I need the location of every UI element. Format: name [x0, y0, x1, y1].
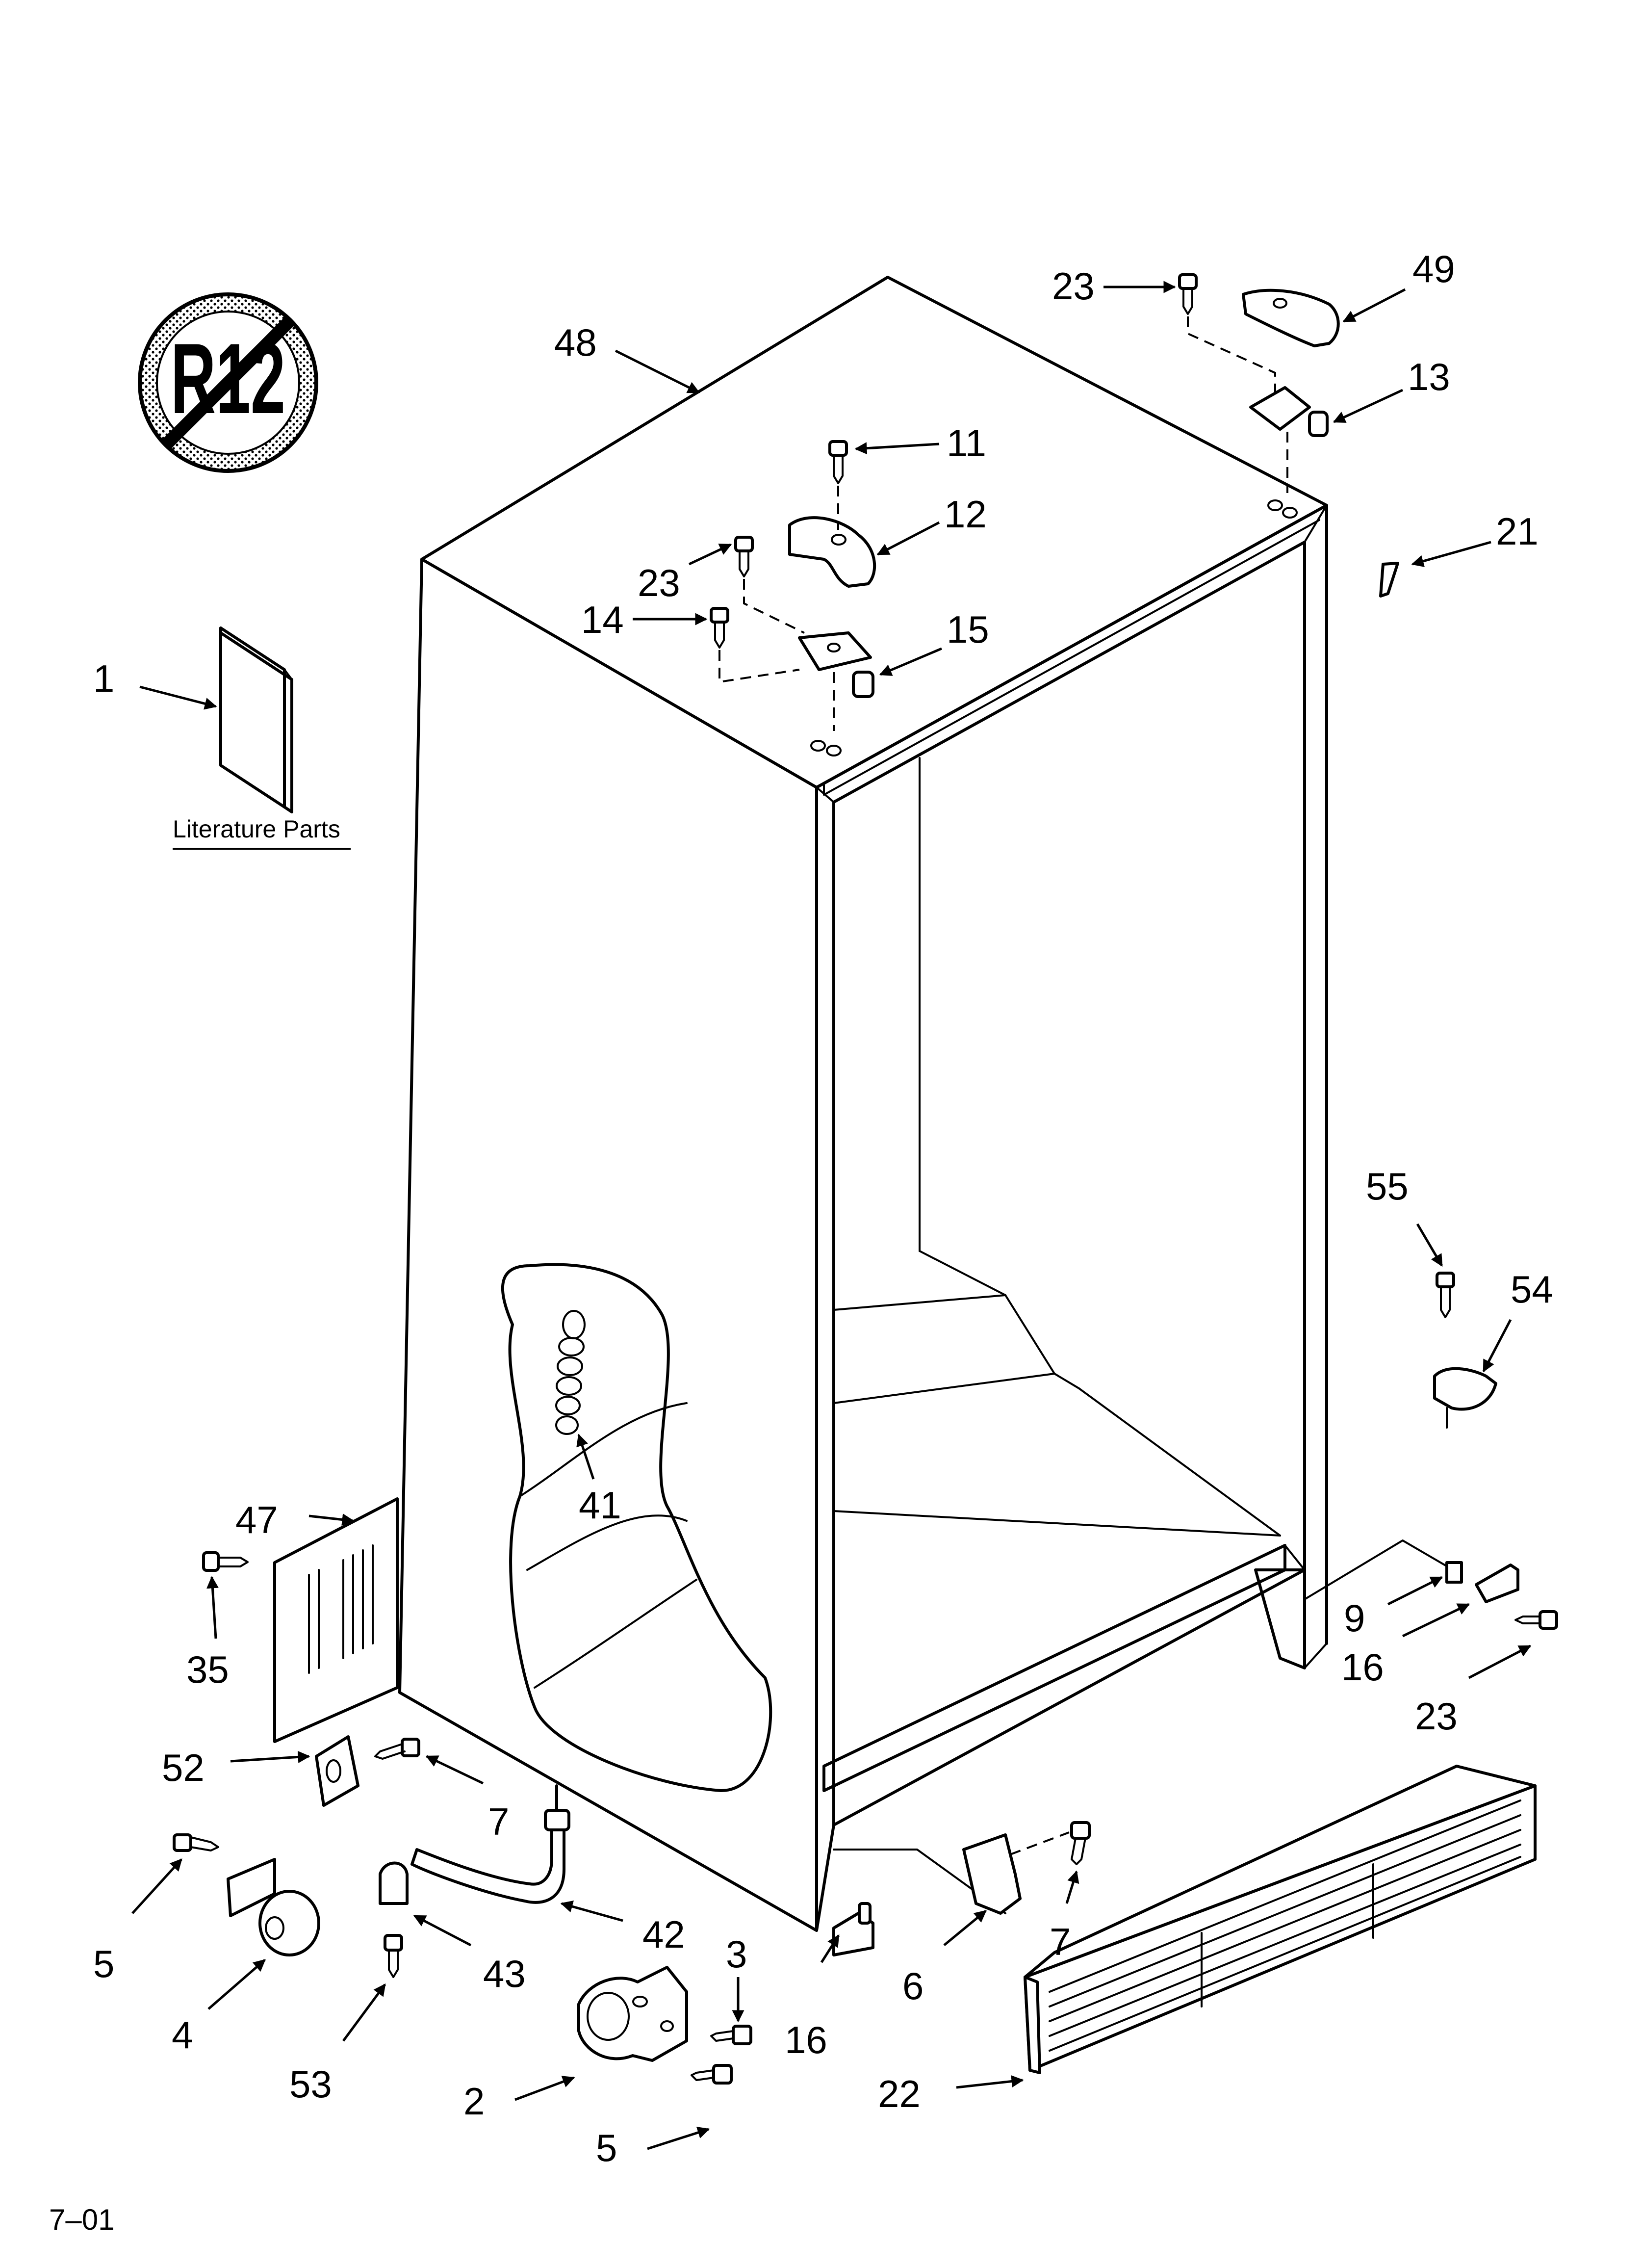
refrigerator-cabinet-illustration: [398, 276, 1462, 1932]
callout-54: 54: [1511, 1268, 1553, 1311]
footer-revision-code: 7–01: [49, 2203, 114, 2236]
callout-23-top: 23: [1052, 264, 1095, 308]
screw-7-upper: [374, 1738, 420, 1760]
part-21-plug: [1379, 562, 1399, 598]
callout-55: 55: [1366, 1165, 1409, 1208]
callout-21: 21: [1496, 510, 1539, 553]
hinge-screw-14: [710, 607, 729, 649]
callout-48: 48: [554, 321, 597, 364]
screw-5-lower: [691, 2064, 733, 2085]
callout-42: 42: [642, 1913, 685, 1956]
callout-9: 9: [1344, 1596, 1365, 1640]
part-43-clamp: [379, 1861, 409, 1905]
callout-6: 6: [902, 1964, 924, 2007]
callout-16-lower: 16: [785, 2018, 827, 2061]
upper-right-hinge-cover: [1242, 288, 1340, 347]
callout-5-left: 5: [93, 1942, 114, 1985]
screw-5-left: [173, 1833, 219, 1852]
part-42-water-tube: [410, 1784, 570, 1904]
callout-11: 11: [947, 421, 986, 465]
callout-13: 13: [1408, 355, 1450, 398]
callout-41: 41: [579, 1484, 621, 1527]
callout-16-right: 16: [1341, 1645, 1384, 1689]
upper-left-hinge-cover: [788, 516, 876, 588]
literature-parts-label: Literature Parts: [173, 815, 340, 843]
callout-22: 22: [878, 2072, 921, 2115]
callout-1: 1: [93, 657, 114, 700]
hinge-screw-23-top: [1178, 273, 1198, 315]
callout-numbers: 48 23 49 13 11 12 21 23 14 15 1 55 54 41…: [93, 247, 1553, 2169]
callout-5-lower: 5: [596, 2126, 617, 2169]
screw-35: [202, 1551, 249, 1572]
screw-55: [1436, 1272, 1455, 1318]
upper-left-hinge-bracket: [798, 631, 874, 698]
callout-7-upper: 7: [488, 1800, 509, 1843]
callout-7-lower: 7: [1050, 1920, 1071, 1963]
screw-3: [710, 2025, 752, 2045]
literature-booklet-illustration: [219, 626, 293, 813]
screw-53: [384, 1934, 403, 1978]
drain-tube-coil: [555, 1310, 586, 1435]
callout-12: 12: [944, 493, 987, 536]
callout-3: 3: [726, 1932, 747, 1976]
no-r12-refrigerant-icon: R12: [138, 292, 318, 473]
part-4-caster: [227, 1858, 320, 1956]
part-54-bracket: [1433, 1367, 1497, 1429]
callout-4: 4: [172, 2013, 193, 2057]
part-22-toe-grille: [1024, 1765, 1537, 2074]
hinge-screw-11: [828, 440, 848, 484]
upper-right-hinge-bracket: [1249, 386, 1329, 437]
callout-35: 35: [186, 1648, 229, 1691]
hinge-screw-23-upper: [734, 536, 754, 577]
part-9-16-bracket: [1445, 1561, 1519, 1603]
leader-lines: [131, 281, 1532, 2150]
callout-15: 15: [947, 608, 989, 651]
callout-14: 14: [581, 598, 624, 641]
part-6-bracket: [962, 1833, 1022, 1915]
part-16-lower-bracket: [832, 1902, 874, 1956]
callout-47: 47: [235, 1498, 278, 1541]
callout-43: 43: [483, 1952, 526, 1995]
part-47-cover-plate: [273, 1497, 399, 1743]
callout-23-lower: 23: [1415, 1694, 1458, 1738]
callout-23-upper: 23: [638, 561, 680, 604]
part-52-bracket: [315, 1735, 359, 1807]
callout-52: 52: [162, 1746, 205, 1789]
callout-49: 49: [1412, 247, 1455, 290]
callout-2: 2: [463, 2080, 485, 2123]
callout-53: 53: [289, 2062, 332, 2106]
part-2-caster-assembly: [577, 1966, 688, 2062]
screw-7-lower: [1070, 1821, 1091, 1865]
screw-23-lower: [1514, 1610, 1558, 1630]
